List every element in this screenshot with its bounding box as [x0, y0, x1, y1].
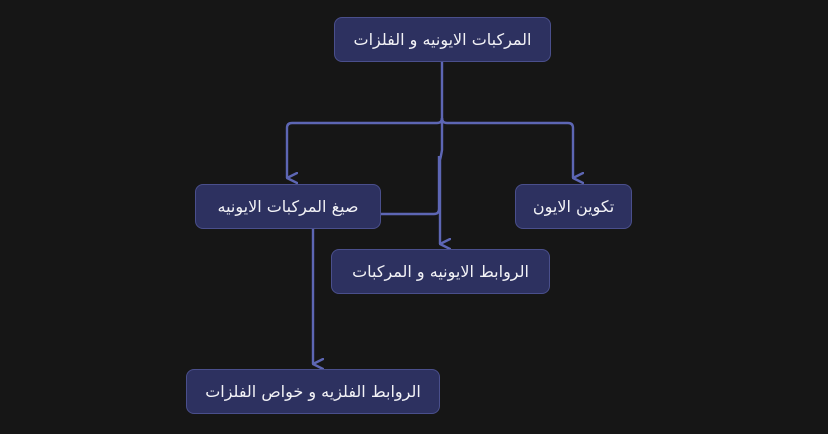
node-ionic-bonds-label: الروابط الايونيه و المركبات	[352, 262, 529, 281]
node-ion-formation-label: تكوين الايون	[532, 197, 615, 216]
node-ionic-formulas[interactable]: صيغ المركبات الايونيه	[195, 184, 381, 229]
node-root[interactable]: المركبات الايونيه و الفلزات	[334, 17, 551, 62]
edge-ionic-formulas-to-ionic-bonds	[380, 156, 441, 216]
edge-root-to-ion-formation	[440, 117, 573, 178]
node-metallic-bonds[interactable]: الروابط الفلزيه و خواص الفلزات	[186, 369, 440, 414]
node-ion-formation[interactable]: تكوين الايون	[515, 184, 632, 229]
edge-root-to-ionic-bonds	[438, 118, 442, 244]
node-root-label: المركبات الايونيه و الفلزات	[353, 30, 532, 49]
node-metallic-bonds-label: الروابط الفلزيه و خواص الفلزات	[205, 382, 421, 401]
node-ionic-formulas-label: صيغ المركبات الايونيه	[217, 197, 359, 216]
node-ionic-bonds[interactable]: الروابط الايونيه و المركبات	[331, 249, 550, 294]
edge-root-to-ionic-formulas	[285, 117, 444, 178]
